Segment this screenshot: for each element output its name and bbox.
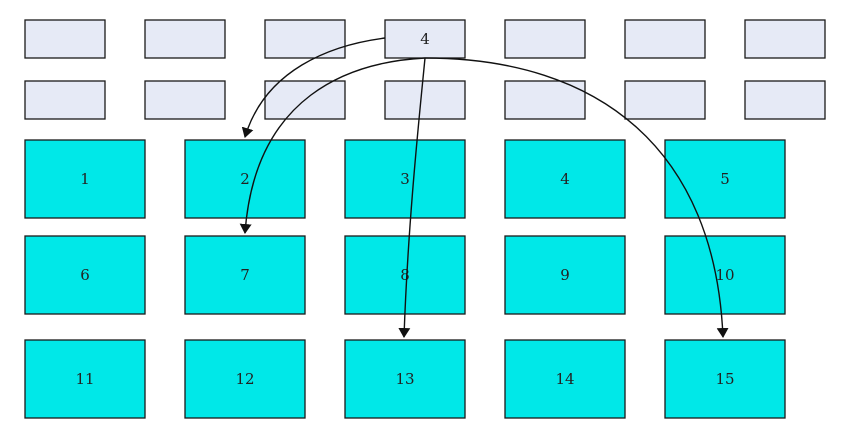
- small-box-r1-c4: 4: [384, 19, 466, 59]
- cell-box-4: 4: [504, 139, 626, 219]
- cell-label: 13: [395, 370, 414, 388]
- cell-label: 11: [75, 370, 94, 388]
- small-box-r1-c1: [24, 19, 106, 59]
- small-box-r1-c2: [144, 19, 226, 59]
- cell-box-10: 10: [664, 235, 786, 315]
- small-box-r2-c2: [144, 80, 226, 120]
- cell-label: 3: [400, 170, 410, 188]
- cell-box-14: 14: [504, 339, 626, 419]
- small-box-r2-c6: [624, 80, 706, 120]
- cell-box-3: 3: [344, 139, 466, 219]
- cell-label: 6: [80, 266, 90, 284]
- cell-label: 10: [715, 266, 734, 284]
- small-box-r1-c6: [624, 19, 706, 59]
- cell-box-9: 9: [504, 235, 626, 315]
- arrow-4-to-15: [424, 57, 729, 338]
- small-box-r1-c5: [504, 19, 586, 59]
- cell-box-12: 12: [184, 339, 306, 419]
- small-box-r2-c1: [24, 80, 106, 120]
- cell-label: 4: [560, 170, 570, 188]
- cell-box-5: 5: [664, 139, 786, 219]
- small-box-r2-c4: [384, 80, 466, 120]
- cell-box-7: 7: [184, 235, 306, 315]
- cell-label: 14: [555, 370, 574, 388]
- small-box-r2-c5: [504, 80, 586, 120]
- arrow-4-to-7: [239, 57, 426, 234]
- cell-label: 5: [720, 170, 730, 188]
- cell-label: 1: [80, 170, 90, 188]
- small-box-label: 4: [420, 30, 430, 48]
- cell-box-2: 2: [184, 139, 306, 219]
- cell-label: 15: [715, 370, 734, 388]
- arrow-4-to-13: [398, 57, 426, 338]
- cell-box-13: 13: [344, 339, 466, 419]
- cell-box-6: 6: [24, 235, 146, 315]
- cell-box-1: 1: [24, 139, 146, 219]
- cell-box-15: 15: [664, 339, 786, 419]
- cell-label: 8: [400, 266, 410, 284]
- cell-label: 12: [235, 370, 254, 388]
- small-box-r1-c7: [744, 19, 826, 59]
- small-box-r2-c7: [744, 80, 826, 120]
- small-box-r1-c3: [264, 19, 346, 59]
- arrow-4-to-2: [241, 37, 386, 138]
- cell-label: 9: [560, 266, 570, 284]
- cell-label: 7: [240, 266, 250, 284]
- cell-box-11: 11: [24, 339, 146, 419]
- cell-label: 2: [240, 170, 250, 188]
